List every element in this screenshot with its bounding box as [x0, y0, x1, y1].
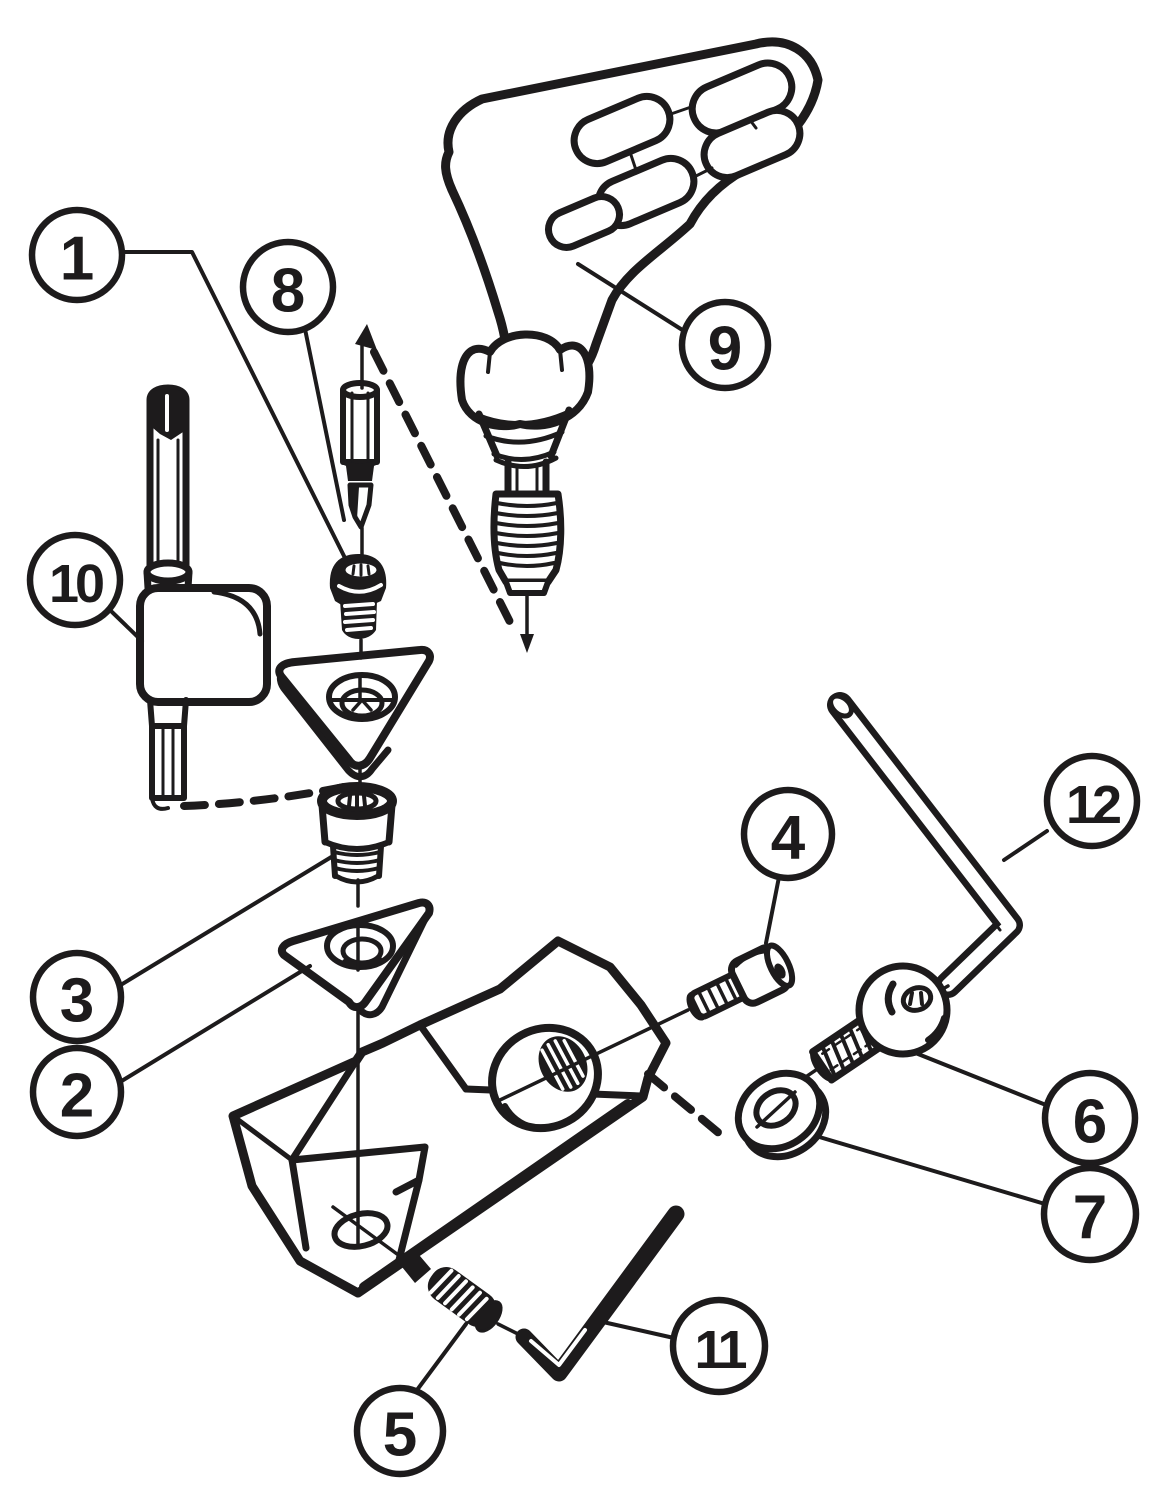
leader-line-7 [814, 1134, 1047, 1206]
callout-1: 1 [28, 206, 126, 304]
callout-6: 6 [1041, 1069, 1139, 1167]
leader-line-5 [415, 1322, 468, 1392]
leader-line-11 [601, 1320, 676, 1340]
callout-number-8: 8 [271, 257, 305, 326]
torx-key-dashed-line [180, 783, 348, 810]
callout-circles: 1 8 9 10 3 2 4 12 6 7 11 5 [26, 206, 1141, 1478]
cutting-insert [275, 645, 434, 781]
shim-underside [356, 913, 430, 1019]
callout-number-9: 9 [708, 315, 742, 384]
washer-axis-line [755, 1090, 797, 1129]
washer [734, 1069, 830, 1161]
callout-8: 8 [239, 238, 337, 336]
callout-number-10: 10 [49, 554, 103, 614]
callout-5: 5 [353, 1384, 447, 1478]
callout-number-12: 12 [1066, 775, 1120, 835]
hex-key-large [827, 692, 1023, 1004]
torx-bit [340, 380, 380, 530]
clamp-screw [770, 962, 951, 1102]
shim-plate [277, 898, 434, 1019]
set-screw-axis-line [498, 1008, 690, 1102]
shim-screw [317, 782, 397, 885]
leader-line-12 [1002, 829, 1049, 862]
leader-line-9 [576, 262, 686, 333]
leader-line-6 [911, 1050, 1048, 1107]
callout-12: 12 [1043, 752, 1141, 850]
leader-line-1 [120, 250, 348, 562]
leader-line-2 [118, 964, 312, 1084]
hex-key-small [515, 1205, 685, 1382]
bit-to-driver-dashed-line [370, 348, 516, 630]
callout-4: 4 [740, 786, 836, 882]
callout-3: 3 [29, 949, 125, 1045]
torque-screwdriver [441, 37, 823, 653]
callout-7: 7 [1040, 1164, 1140, 1264]
tool-holder-body [228, 936, 671, 1298]
callout-11: 11 [669, 1296, 769, 1396]
callout-number-1: 1 [60, 225, 94, 294]
screwdriver-threaded-tip [490, 490, 565, 596]
callout-9: 9 [678, 298, 772, 392]
callout-2: 2 [29, 1044, 125, 1140]
screwdriver-chuck [475, 406, 573, 498]
callout-number-3: 3 [60, 967, 94, 1036]
holder-to-washer-dashed-line [644, 1070, 724, 1138]
callout-number-11: 11 [694, 1320, 746, 1380]
leader-line-8 [303, 327, 346, 522]
callout-number-7: 7 [1073, 1184, 1107, 1253]
screwdriver-axis-arrow [520, 634, 534, 653]
callout-leader-lines [110, 250, 1049, 1392]
callout-number-6: 6 [1073, 1088, 1107, 1157]
screw5-slot-wedge [398, 1249, 431, 1283]
set-screw [498, 942, 796, 1102]
callout-number-5: 5 [383, 1401, 417, 1470]
leader-line-10 [110, 610, 144, 643]
dashed-motion-lines [180, 348, 724, 1138]
handle-grip-cutouts [545, 59, 804, 251]
callout-number-4: 4 [771, 804, 806, 873]
callout-10: 10 [26, 531, 124, 629]
torx-key-driver [136, 384, 271, 811]
dashed-line-arrowhead [355, 324, 377, 350]
handle-mold-lines [628, 104, 758, 180]
callout-number-2: 2 [60, 1062, 94, 1131]
leader-line-3 [117, 854, 335, 988]
leader-line-4 [764, 875, 781, 945]
insert-screw [329, 554, 387, 639]
